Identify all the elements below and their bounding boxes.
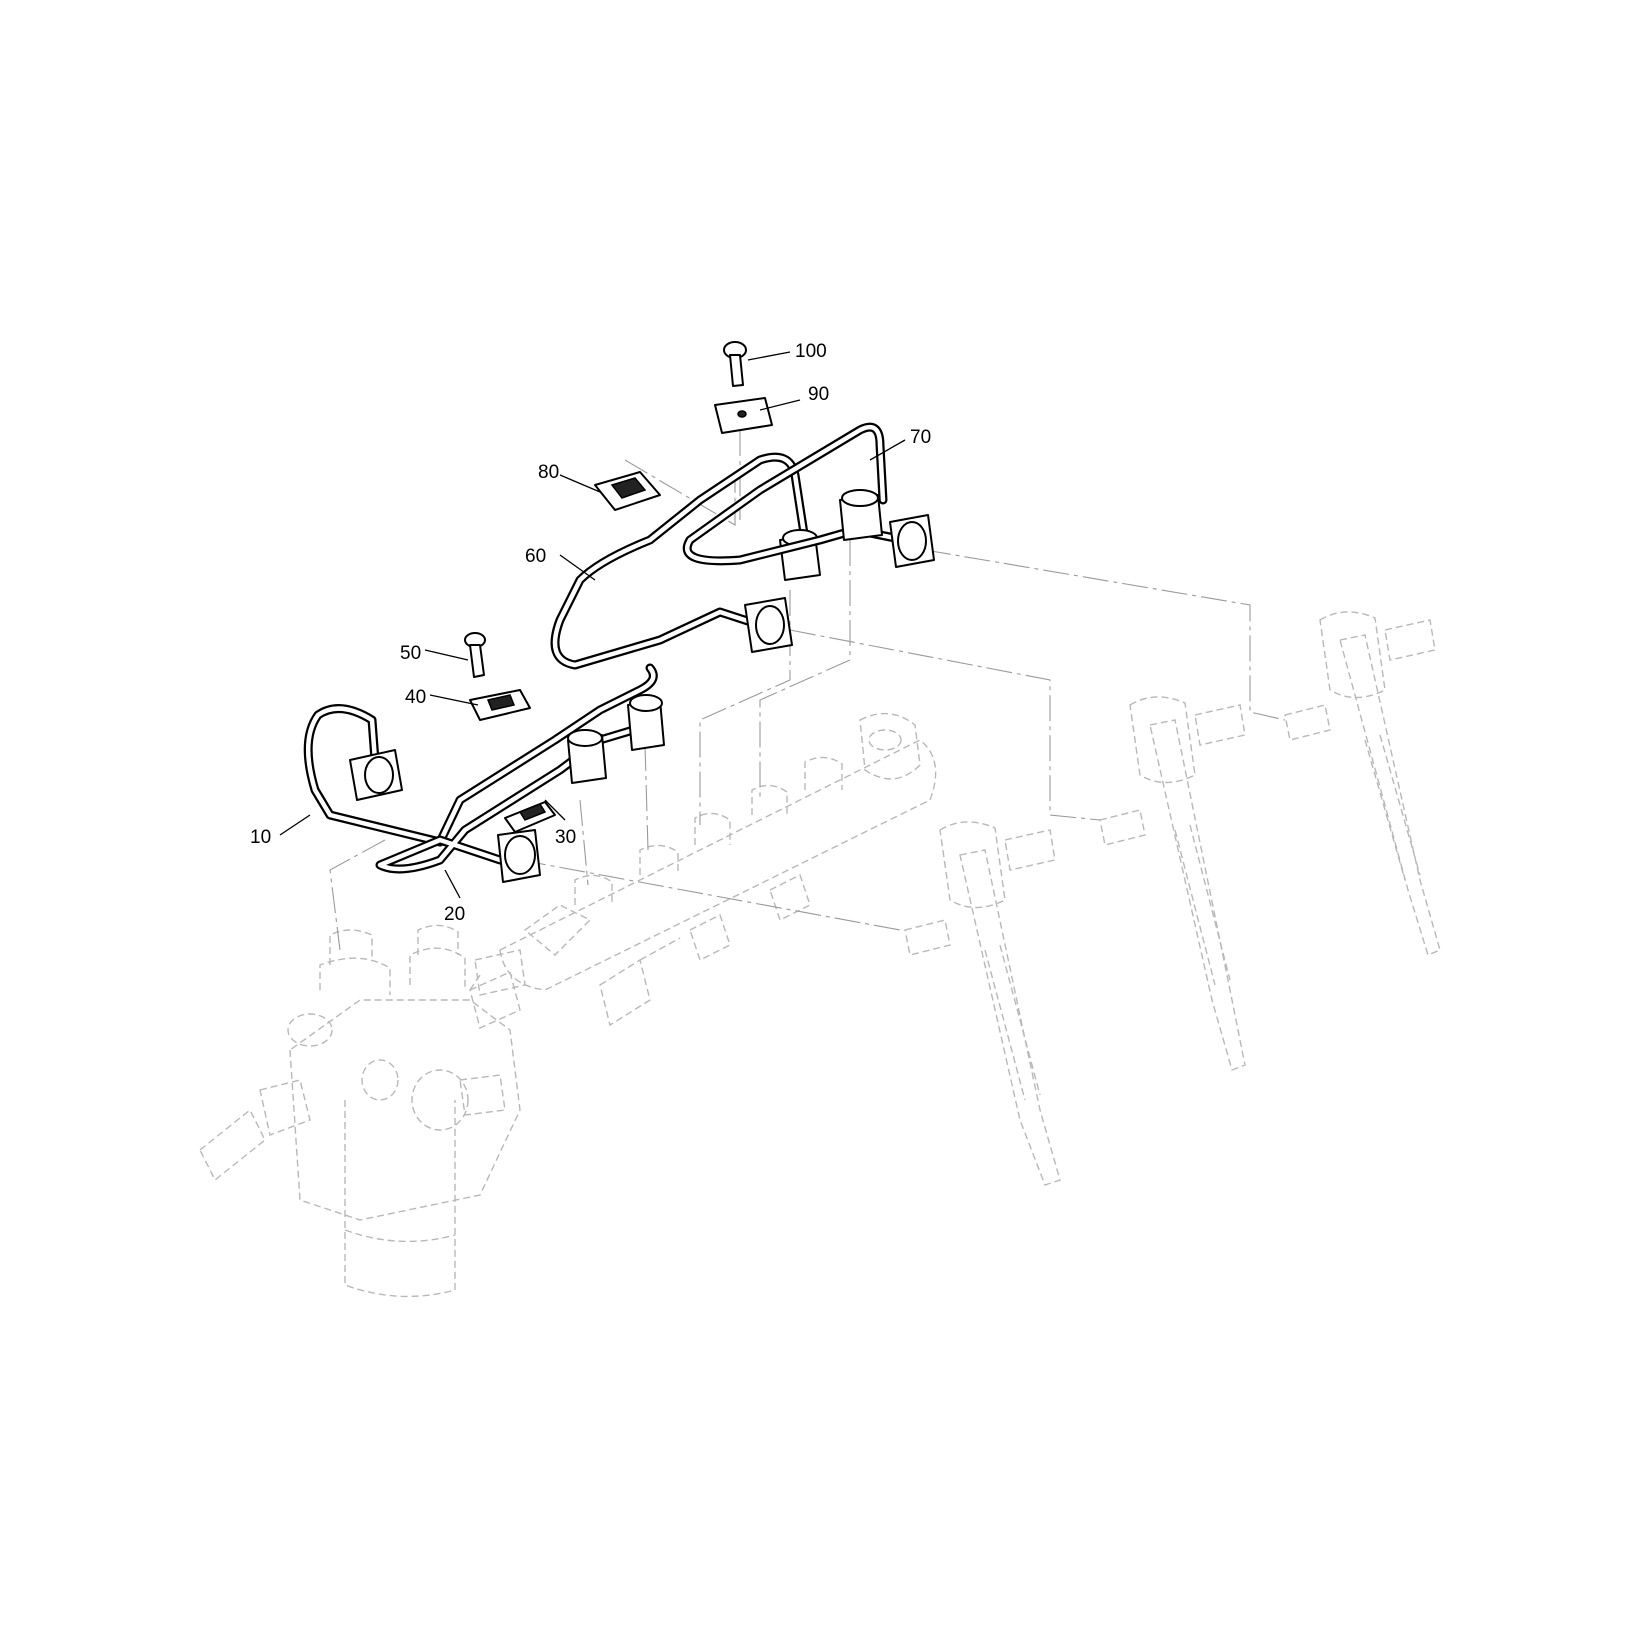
- assembly-centerlines: [329, 430, 1286, 951]
- screw-50: [464, 632, 486, 678]
- pipe-clip-80: [594, 471, 661, 511]
- high-pressure-pump-ghost: [199, 924, 526, 1298]
- injection-line-60: [550, 452, 821, 670]
- screw-100: [723, 341, 747, 387]
- callout-70: 70: [910, 427, 931, 448]
- pipe-clip-30: [504, 801, 556, 833]
- clamp-90: [714, 397, 773, 434]
- callout-10: 10: [250, 827, 271, 848]
- callout-50: 50: [400, 643, 421, 664]
- callout-60: 60: [525, 546, 546, 567]
- injector-2-ghost: [1099, 696, 1246, 1071]
- leader-lines: [279, 351, 906, 899]
- callout-100: 100: [795, 341, 827, 362]
- clamp-40: [469, 689, 531, 721]
- common-rail-ghost: [469, 712, 937, 1029]
- injection-line-10: [303, 663, 658, 847]
- injector-3-ghost: [1284, 611, 1441, 956]
- callout-40: 40: [405, 687, 426, 708]
- injection-line-70: [682, 422, 935, 568]
- injector-1-ghost: [904, 821, 1061, 1186]
- callout-20: 20: [444, 904, 465, 925]
- callout-80: 80: [538, 462, 559, 483]
- callout-30: 30: [555, 827, 576, 848]
- callout-labels: 10 20 30 40 50 60 70 80 90 100: [250, 341, 931, 925]
- callout-90: 90: [808, 384, 829, 405]
- injection-line-20: [375, 694, 665, 883]
